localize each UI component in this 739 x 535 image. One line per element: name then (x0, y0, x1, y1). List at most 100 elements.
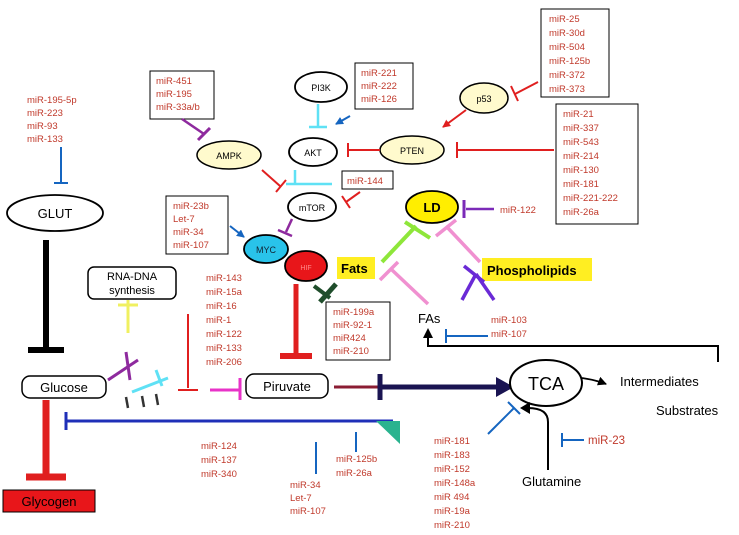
ampk-to-mtor-line (261, 169, 281, 187)
mirna-label: miR-543 (563, 137, 599, 148)
myc-mirna-box (165, 195, 229, 255)
p53-mirna-list: miR-25 miR-30d miR-504 miR-125b miR-372 … (549, 14, 590, 95)
glut-mirna-list: miR-195-5p miR-223 miR-93 miR-133 (27, 95, 77, 145)
glycogen-label: Glycogen (22, 494, 77, 509)
mirna-label: miR-26a (336, 468, 373, 479)
ld-mirna-label: miR-122 (500, 205, 536, 216)
tca-mirna-inhibition (487, 407, 515, 435)
pyruvate-tca-arrowhead (496, 377, 514, 397)
mirna-label: miR-340 (201, 469, 237, 480)
mirna-label: miR-107 (173, 240, 209, 251)
mirna-label: miR-372 (549, 70, 585, 81)
mirna-label: miR-92-1 (333, 320, 372, 331)
glutamine-mirna-label: miR-23 (588, 435, 625, 447)
myc-node (243, 234, 289, 264)
mirna-label: Let-7 (290, 493, 312, 504)
hif-mirna-list: miR-199a miR-92-1 miR424 miR-210 (333, 307, 375, 357)
p53-mirna-box (540, 8, 610, 98)
pi3k-node (294, 71, 348, 103)
mtor-mirna-label: miR-144 (347, 176, 383, 187)
mirna-label: miR-21 (563, 109, 594, 120)
akt-node (288, 137, 338, 167)
pten-label: PTEN (400, 146, 424, 156)
rna-dna-label-line2: synthesis (109, 285, 155, 297)
mirna-label: miR-26a (563, 207, 600, 218)
fas-to-phospholipids-line (460, 273, 478, 301)
mirna-label: miR-214 (563, 151, 599, 162)
mirna-label: miR-130 (563, 165, 599, 176)
glucose-cyan-arrow (131, 376, 169, 394)
mirna-label: miR-143 (206, 273, 242, 284)
pi3k-mirna-arrow (335, 115, 351, 125)
pyruvate-bottom-mirna-list: miR-125b miR-26a (336, 454, 377, 479)
phospholipids-highlight (482, 258, 592, 281)
ampk-inhibition-bar (196, 126, 212, 142)
mirna-label: miR-25 (549, 14, 580, 25)
phospholipids-to-ld-bar (434, 218, 458, 238)
tca-label: TCA (528, 374, 564, 394)
mirna-label: miR-451 (156, 76, 192, 87)
mirna-label: miR-221-222 (563, 193, 618, 204)
mirna-label: miR-133 (27, 134, 63, 145)
mirna-label: miR-210 (434, 520, 470, 531)
hif-label: HIF (300, 265, 311, 272)
pi3k-mirna-list: miR-221 miR-222 miR-126 (361, 68, 397, 105)
ampk-mirna-box (149, 70, 215, 120)
glut-label: GLUT (38, 206, 73, 221)
ld-node (405, 190, 459, 224)
myc-mirna-list: miR-23b Let-7 miR-34 miR-107 (173, 201, 209, 251)
mtor-to-myc-line (284, 218, 294, 233)
tca-to-fas-loop (427, 336, 719, 362)
mirna-label: miR-107 (290, 506, 326, 517)
tca-mirna-bar (507, 401, 521, 415)
ampk-inhibition-line (181, 117, 205, 136)
mirna-label: miR-122 (206, 329, 242, 340)
ld-label: LD (423, 200, 440, 215)
fats-to-ld-bar (403, 220, 432, 240)
fas-to-fats-bar (378, 260, 400, 282)
fats-to-ld-line (380, 224, 418, 264)
glut-node (6, 194, 104, 232)
p53-mirna-bar (510, 85, 519, 102)
p53-label: p53 (476, 94, 491, 104)
fas-to-fats-line (390, 268, 430, 306)
hif-green-bar (318, 282, 338, 304)
mtor-mirna-box (341, 170, 394, 190)
mirna-label: miR-34 (173, 227, 204, 238)
tca-mirna-list: miR-181 miR-183 miR-152 miR-148a miR 494… (434, 436, 476, 531)
fas-label: FAs (418, 311, 441, 326)
mirna-label: miR-148a (434, 478, 476, 489)
mtor-node (287, 192, 337, 222)
mtor-to-myc-bar (277, 228, 293, 238)
mirna-label: miR-34 (290, 480, 321, 491)
mirna-label: miR-222 (361, 81, 397, 92)
mid-bottom-mirna-list: miR-34 Let-7 miR-107 (290, 480, 326, 517)
mirna-label: miR-16 (206, 301, 237, 312)
fats-label: Fats (341, 261, 368, 276)
hif-mirna-box (325, 301, 391, 361)
ampk-label: AMPK (216, 151, 242, 161)
glutamine-to-tca-path (527, 407, 549, 470)
mirna-label: miR-152 (434, 464, 470, 475)
mirna-label: miR-195 (156, 89, 192, 100)
mirna-label: miR-124 (201, 441, 237, 452)
mirna-label: miR-133 (206, 343, 242, 354)
mirna-label: miR-210 (333, 346, 369, 357)
glucose-node (21, 375, 107, 399)
phospholipids-to-ld-line (444, 224, 482, 264)
mirna-label: miR-206 (206, 357, 242, 368)
mtor-label: mTOR (299, 203, 326, 213)
substrates-label: Substrates (656, 403, 719, 418)
mirna-label: miR-107 (491, 329, 527, 340)
tca-node (509, 359, 583, 407)
mirna-label: miR-125b (549, 56, 590, 67)
fats-highlight (337, 257, 375, 279)
mirna-label: miR424 (333, 333, 366, 344)
mirna-label: miR-15a (206, 287, 243, 298)
mtor-mirna-bar (341, 195, 351, 209)
mirna-label: miR-125b (336, 454, 377, 465)
mirna-label: miR-195-5p (27, 95, 77, 106)
mirna-label: miR-19a (434, 506, 471, 517)
phospholipids-purple-segment (474, 273, 496, 301)
fas-mirna-list: miR-103 miR-107 (491, 315, 527, 340)
